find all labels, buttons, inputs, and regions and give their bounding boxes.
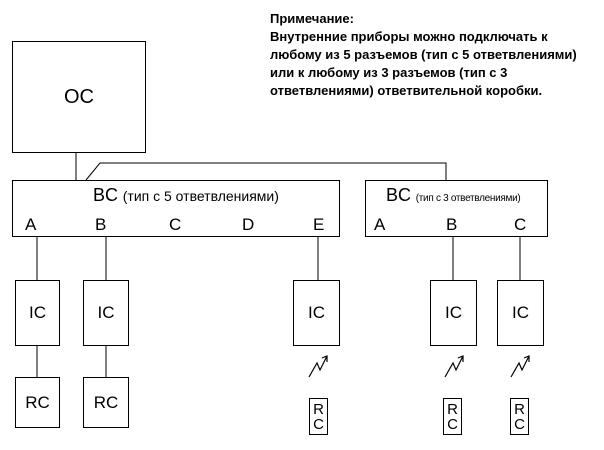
note-title: Примечание: (270, 11, 354, 26)
rc-label: RC (25, 392, 50, 412)
wireless-remote-controller-1: R C (309, 398, 328, 435)
indoor-unit-4: IC (430, 280, 477, 346)
oc-label: OC (64, 85, 94, 108)
bc5-title: BC (тип с 5 ответвлениями) (93, 185, 279, 206)
bc5-port-d: D (242, 215, 255, 234)
bc5-port-e: E (313, 215, 325, 234)
wireless-remote-controller-2: R C (443, 398, 462, 435)
indoor-unit-1: IC (15, 280, 60, 346)
ic-label: IC (97, 303, 115, 322)
bc-controller-5-box: BC (тип с 5 ответвлениями) A B C D E (12, 180, 340, 237)
bc5-port-a: A (25, 215, 37, 234)
note-body: Внутренние приборы можно подключать к лю… (270, 29, 577, 98)
rc-letter-r: R (313, 400, 324, 418)
bc-controller-3-box: BC (тип с 3 ответвлениями) A B C (365, 180, 548, 237)
bc-bc-wire (85, 162, 447, 181)
wireless-signal-icon (308, 355, 328, 378)
bc3-title: BC (тип с 3 ответвлениями) (386, 185, 521, 209)
bc3-port-c: C (514, 215, 527, 234)
rc-label: RC (93, 392, 119, 412)
bc3-label: BC (386, 185, 412, 205)
ic-label: IC (29, 303, 46, 322)
bc5-port-b: B (95, 215, 107, 234)
ic-label: IC (512, 303, 529, 322)
rc-letter-c: C (514, 415, 525, 433)
wireless-remote-controller-3: R C (510, 398, 529, 435)
note-text: Примечание: Внутренние приборы можно под… (270, 10, 600, 100)
outdoor-unit-box: OC (12, 41, 146, 153)
bc5-port-c: C (169, 215, 182, 234)
rc-letter-r: R (514, 400, 525, 418)
ic-label: IC (445, 303, 462, 322)
remote-controller-1: RC (15, 377, 60, 428)
remote-controller-2: RC (83, 377, 129, 428)
bc3-sublabel: (тип с 3 ответвлениями) (415, 193, 521, 204)
bc3-port-a: A (374, 215, 386, 234)
indoor-unit-3: IC (293, 280, 340, 346)
bc5-label: BC (93, 185, 119, 205)
bc3-port-b: B (446, 215, 458, 234)
rc-letter-r: R (447, 400, 458, 418)
indoor-unit-2: IC (83, 280, 129, 346)
bc5-sublabel: (тип с 5 ответвлениями) (122, 188, 279, 204)
rc-letter-c: C (313, 415, 324, 433)
wireless-signal-icon (510, 355, 530, 378)
indoor-unit-5: IC (497, 280, 544, 346)
ic-label: IC (308, 303, 325, 322)
wireless-signal-icon (444, 355, 464, 378)
rc-letter-c: C (447, 415, 458, 433)
